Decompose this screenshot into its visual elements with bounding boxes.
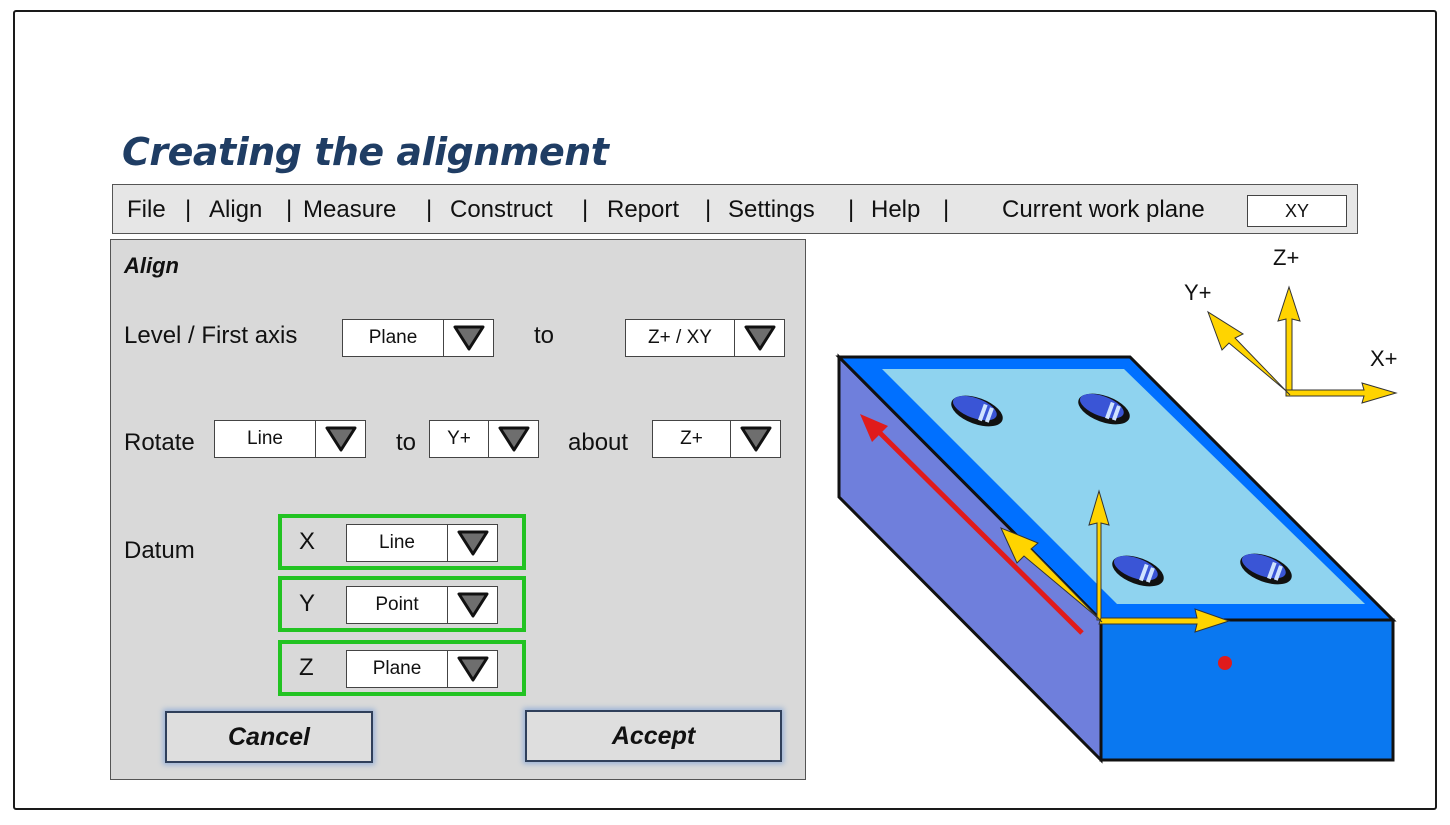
menu-item-file[interactable]: File (127, 196, 166, 223)
level-target-select[interactable]: Z+ / XY (625, 319, 785, 357)
red-line-arrow (860, 414, 1084, 635)
panel-title: Align (124, 253, 179, 278)
dropdown-arrow-icon[interactable] (443, 320, 493, 356)
page-title: Creating the alignment (122, 130, 609, 174)
menu-item-help[interactable]: Help (871, 196, 921, 223)
axis-label-y: Y+ (1184, 280, 1212, 305)
rotate-about-value: Z+ (680, 428, 703, 449)
menu-bar: File | Align | Measure | Construct | Rep… (112, 184, 1358, 234)
datum-axis-label: X (299, 528, 316, 555)
menu-item-settings[interactable]: Settings (728, 196, 815, 223)
part-diagram: Z+ Y+ X+ (835, 245, 1398, 764)
axis-label-z: Z+ (1273, 245, 1299, 270)
menu-item-measure[interactable]: Measure (303, 196, 397, 223)
work-plane-field[interactable]: XY (1247, 195, 1347, 227)
rotate-target-value: Y+ (447, 428, 471, 449)
datum-x-value: Line (379, 532, 415, 553)
work-plane-label: Current work plane (1002, 196, 1205, 223)
menu-separator: | (705, 196, 712, 223)
probe-point-icon (1112, 555, 1164, 587)
part-axes-icon (1000, 489, 1231, 633)
dropdown-arrow-icon[interactable] (734, 320, 784, 356)
rotate-label: Rotate (124, 429, 195, 456)
datum-y-select[interactable]: Point (346, 586, 498, 624)
slide-frame (13, 10, 1437, 810)
menu-separator: | (848, 196, 855, 223)
datum-row-x: X Line (278, 514, 526, 570)
menu-separator: | (943, 196, 950, 223)
axis-label-x: X+ (1370, 346, 1398, 371)
dropdown-arrow-icon[interactable] (447, 587, 497, 623)
probe-point-icon (951, 395, 1003, 427)
menu-separator: | (426, 196, 433, 223)
menu-separator: | (582, 196, 589, 223)
menu-separator: | (286, 196, 293, 223)
coordinate-axes-icon (1207, 285, 1398, 404)
datum-label: Datum (124, 537, 195, 564)
rotate-feature-select[interactable]: Line (214, 420, 366, 458)
rotate-about-label: about (568, 429, 629, 456)
datum-axis-label: Z (299, 654, 314, 681)
level-feature-select[interactable]: Plane (342, 319, 494, 357)
rotate-feature-value: Line (247, 428, 283, 449)
block-front-face (1099, 618, 1395, 762)
level-target-value: Z+ / XY (648, 327, 712, 348)
dropdown-arrow-icon[interactable] (447, 525, 497, 561)
dropdown-arrow-icon[interactable] (488, 421, 538, 457)
rotate-to-label: to (396, 429, 417, 456)
menu-separator: | (185, 196, 192, 223)
datum-z-value: Plane (372, 658, 422, 679)
datum-row-y: Y Point (278, 576, 526, 632)
probe-point-icon (1078, 393, 1130, 425)
dropdown-arrow-icon[interactable] (447, 651, 497, 687)
probe-point-icon (1240, 553, 1292, 585)
accept-button[interactable]: Accept (525, 710, 782, 762)
dropdown-arrow-icon[interactable] (315, 421, 365, 457)
datum-y-value: Point (375, 594, 419, 615)
align-panel: Align Level / First axis Plane to Z+ / X… (110, 239, 806, 780)
rotate-target-select[interactable]: Y+ (429, 420, 539, 458)
menu-item-align[interactable]: Align (209, 196, 263, 223)
datum-axis-label: Y (299, 590, 316, 617)
datum-x-select[interactable]: Line (346, 524, 498, 562)
cancel-button[interactable]: Cancel (165, 711, 373, 763)
menu-item-report[interactable]: Report (607, 196, 680, 223)
datum-point-marker (1218, 656, 1232, 670)
level-feature-value: Plane (368, 327, 418, 348)
block-top-inner (882, 369, 1365, 604)
dropdown-arrow-icon[interactable] (730, 421, 780, 457)
level-label: Level / First axis (124, 322, 298, 349)
level-to-label: to (534, 322, 555, 349)
datum-z-select[interactable]: Plane (346, 650, 498, 688)
datum-row-z: Z Plane (278, 640, 526, 696)
menu-item-construct[interactable]: Construct (450, 196, 553, 223)
rotate-about-select[interactable]: Z+ (652, 420, 781, 458)
